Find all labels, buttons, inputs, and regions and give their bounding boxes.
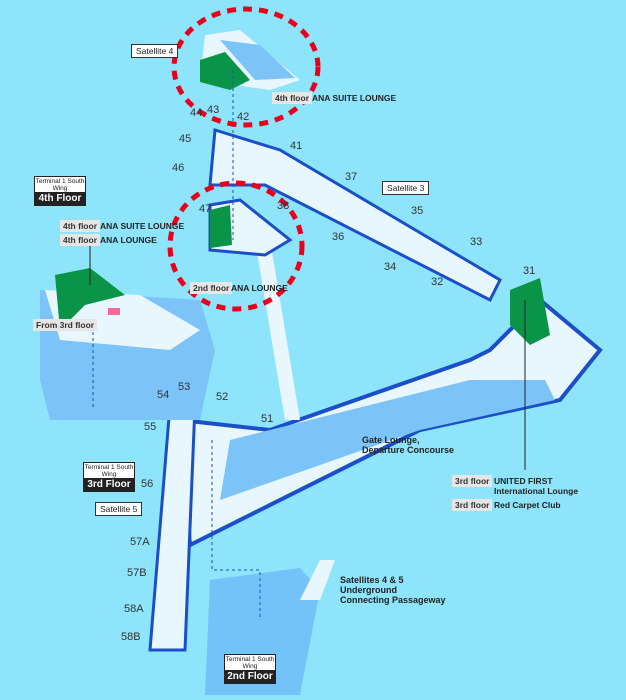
from-3rd-floor-label: From 3rd floor [33, 319, 98, 331]
gate-label: 56 [141, 478, 153, 490]
passage-label: Connecting Passageway [340, 595, 446, 605]
gate-label: 46 [172, 162, 184, 174]
satellite-5-pier [148, 403, 197, 652]
gate-label: 44 [190, 107, 202, 119]
gate-label: 57A [130, 536, 150, 548]
gate-label: 58A [124, 603, 144, 615]
gate-label: 38 [277, 200, 289, 212]
passage-walkway [300, 560, 335, 600]
gate-label: 57B [127, 567, 147, 579]
passage-label: Satellites 4 & 5 [340, 575, 404, 585]
lounge-name: Red Carpet Club [494, 500, 561, 510]
pier-47-lounge [210, 205, 232, 248]
gate-label: 41 [290, 140, 302, 152]
lounge-name: ANA LOUNGE [100, 235, 157, 245]
gate-label: 45 [179, 133, 191, 145]
gate-labels: 41 42 43 44 45 46 47 38 37 36 35 34 33 32 31 51 52 53 54 55… [121, 104, 535, 643]
highlight-circle-2f [167, 180, 305, 312]
gate-label: 51 [261, 413, 273, 425]
united-lounge [510, 278, 550, 345]
passage-label: Underground [340, 585, 397, 595]
gate-label: 42 [237, 111, 249, 123]
lounge-name: ANA LOUNGE [231, 283, 288, 293]
gate-label: 43 [207, 104, 219, 116]
gate-label: 34 [384, 261, 396, 273]
gate-label: 31 [523, 265, 535, 277]
satellite-5-label: Satellite 5 [95, 502, 143, 516]
gate-label: 37 [345, 171, 357, 183]
lounge-name: UNITED FIRST International Lounge [494, 476, 579, 496]
gate-lounge-area [220, 380, 555, 500]
floor-box-floor: 4th Floor [35, 192, 85, 205]
lounge-name: ANA SUITE LOUNGE [100, 221, 185, 231]
floor-box-floor: 3rd Floor [84, 478, 134, 491]
connector-walkway [255, 240, 300, 420]
gate-label: 33 [470, 236, 482, 248]
satellite-4-label: Satellite 4 [131, 44, 179, 58]
floor-tag: 3rd floor [452, 499, 493, 511]
gate-label: 55 [144, 421, 156, 433]
floor-box-title: Terminal 1 South Wing [225, 656, 275, 670]
gate-label: 35 [411, 205, 423, 217]
satellite-3-pier [208, 128, 502, 303]
floor-tag: 4th floor [272, 92, 312, 104]
satellite-4-floor [220, 40, 295, 80]
gate-lounge-label: Gate Lounge, [362, 435, 420, 445]
gate-lounge-label: Departure Concourse [362, 445, 454, 455]
satellite-3-label: Satellite 3 [382, 181, 430, 195]
gate-label: 53 [178, 381, 190, 393]
floor-tag: 4th floor [60, 220, 100, 232]
gate-label: 47 [199, 203, 211, 215]
floor-tag: 4th floor [60, 234, 100, 246]
highlight-circle-4f [171, 6, 321, 128]
lounge-name: ANA SUITE LOUNGE [312, 93, 397, 103]
lounge-marker [108, 308, 120, 315]
floor-tag: 3rd floor [452, 475, 493, 487]
floor-tag: 2nd floor [190, 282, 233, 294]
floor-box-title: Terminal 1 South Wing [35, 178, 85, 192]
gate-label: 52 [216, 391, 228, 403]
gate-label: 32 [431, 276, 443, 288]
gate-label: 54 [157, 389, 169, 401]
satellite-4-lounge [200, 52, 250, 90]
gate-label: 58B [121, 631, 141, 643]
floor-box-title: Terminal 1 South Wing [84, 464, 134, 478]
ana-lounge-4f [55, 268, 125, 330]
floor-box-floor: 2nd Floor [225, 670, 275, 683]
gate-label: 36 [332, 231, 344, 243]
